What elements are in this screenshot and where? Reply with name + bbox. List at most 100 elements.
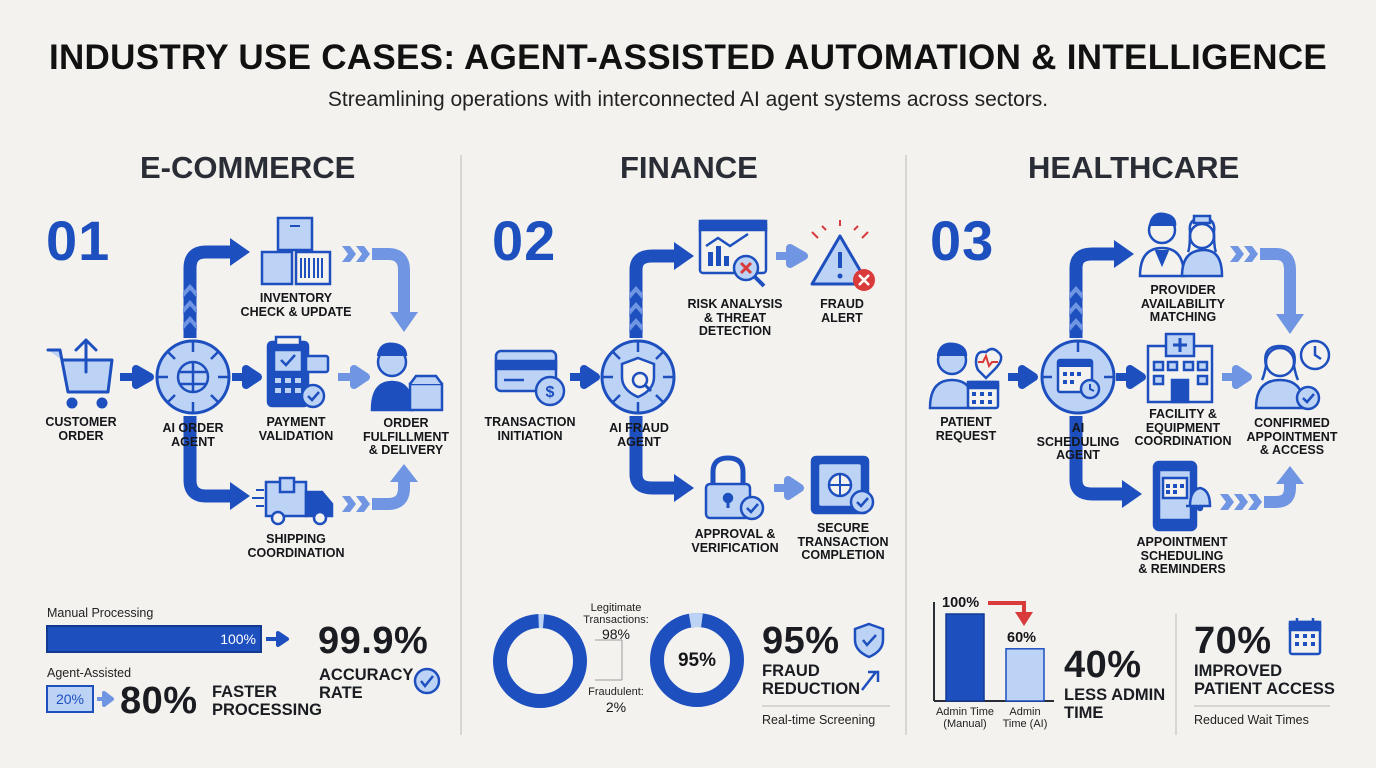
patient-access-value: 70% [1194, 620, 1272, 662]
step-label-fulfillment: ORDER FULFILLMENT & DELIVERY [362, 416, 450, 457]
flow-arrow [342, 246, 418, 332]
step-label-shipping: SHIPPING COORDINATION [247, 532, 345, 560]
bar-admin-manual [945, 613, 985, 702]
patient-access-label: IMPROVED PATIENT ACCESS [1194, 662, 1335, 698]
flow-arrow [1069, 416, 1142, 508]
cart-icon [46, 338, 114, 409]
agent-assisted-value: 20% [55, 691, 85, 707]
fraudulent-value: 2% [605, 699, 627, 715]
reduced-wait-label: Reduced Wait Times [1194, 713, 1309, 727]
bar-manual-label: Admin Time (Manual) [935, 706, 995, 730]
flow-arrow [342, 464, 418, 512]
step-label-approval: APPROVAL & VERIFICATION [691, 527, 779, 555]
fraud-reduction-value: 95% [762, 620, 840, 662]
step-label-secure-completion: SECURE TRANSACTION COMPLETION [797, 521, 889, 562]
ai-calendar-icon [1040, 339, 1116, 415]
flow-arrow [629, 242, 694, 338]
step-label-confirmed: CONFIRMED APPOINTMENT & ACCESS [1246, 416, 1338, 457]
flow-arrow [1116, 365, 1146, 389]
patient-icon [928, 342, 1003, 410]
flow-arrow [570, 365, 600, 389]
calendar-icon [1288, 618, 1322, 656]
legitimate-label: Legitimate Transactions: [583, 602, 649, 626]
section-number: 03 [930, 209, 995, 272]
step-label-payment: PAYMENT VALIDATION [258, 415, 334, 443]
manual-processing-bar [46, 625, 262, 653]
boxes-icon [260, 216, 332, 286]
accuracy-value: 99.9% [318, 620, 429, 662]
faster-processing-label: FASTER PROCESSING [212, 683, 323, 719]
flow-arrow [1230, 246, 1304, 334]
agent-assisted-bar [46, 685, 94, 713]
bar-manual-value: 100% [942, 595, 980, 611]
faster-processing-value: 80% [120, 680, 198, 722]
manual-processing-label: Manual Processing [47, 606, 154, 620]
page-subtitle: Streamlining operations with interconnec… [327, 88, 1049, 111]
section-number: 01 [46, 209, 111, 272]
fraudulent-label: Fraudulent: [588, 686, 644, 698]
shield-check-icon [853, 622, 885, 659]
section-number: 02 [492, 209, 557, 272]
flow-arrow [232, 365, 262, 389]
flow-arrow [266, 631, 289, 647]
page-title: INDUSTRY USE CASES: AGENT-ASSISTED AUTOM… [48, 38, 1328, 77]
delivery-person-icon [370, 342, 444, 412]
less-admin-value: 40% [1064, 644, 1142, 686]
phone-calendar-icon [1152, 460, 1212, 532]
credit-card-icon: $ [494, 349, 566, 407]
flow-arrow [1220, 466, 1304, 510]
svg-text:$: $ [546, 384, 555, 401]
fraud-reduction-label: FRAUD REDUCTION [762, 662, 861, 698]
step-label-inventory: INVENTORY CHECK & UPDATE [240, 291, 352, 319]
bar-ai-value: 60% [1007, 630, 1037, 646]
check-circle-icon [413, 667, 441, 695]
flow-arrow [97, 691, 114, 707]
step-label-patient-request: PATIENT REQUEST [935, 415, 997, 443]
safe-icon [810, 455, 875, 515]
step-label-transaction: TRANSACTION INITIATION [484, 415, 576, 443]
ai-brain-icon [155, 339, 231, 415]
flow-arrow [183, 238, 250, 338]
fraud-reduction-donut [650, 612, 744, 707]
flow-arrow [629, 416, 694, 502]
risk-chart-icon [698, 219, 768, 288]
section-heading-ecommerce: E-COMMERCE [140, 150, 356, 185]
flow-arrow [183, 416, 250, 510]
padlock-icon [704, 455, 765, 521]
real-time-screening-label: Real-time Screening [762, 713, 876, 727]
hospital-icon [1146, 332, 1214, 404]
step-label-fraud-agent: AI FRAUD AGENT [609, 421, 669, 449]
truck-icon [252, 476, 334, 526]
flow-arrow [1069, 240, 1134, 338]
step-label-provider: PROVIDER AVAILABILITY MATCHING [1140, 283, 1226, 324]
legitimate-value: 98% [601, 626, 631, 642]
leader-line [595, 639, 623, 681]
flow-arrow [1008, 365, 1038, 389]
step-label-risk-analysis: RISK ANALYSIS & THREAT DETECTION [687, 297, 783, 338]
flow-arrow [1222, 365, 1252, 389]
agent-assisted-label: Agent-Assisted [47, 666, 132, 680]
step-label-appointment: APPOINTMENT SCHEDULING & REMINDERS [1136, 535, 1228, 576]
step-label-fraud-alert: FRAUD ALERT [820, 297, 864, 325]
warning-icon [810, 220, 875, 291]
flow-arrow [120, 365, 154, 389]
trend-arrow-icon [861, 670, 880, 691]
less-admin-label: LESS ADMIN TIME [1064, 686, 1166, 722]
legitimate-donut [493, 614, 587, 709]
ai-shield-icon [600, 339, 676, 415]
section-heading-finance: FINANCE [620, 150, 758, 185]
doctors-icon [1138, 212, 1224, 278]
step-label-customer-order: CUSTOMER ORDER [45, 415, 117, 443]
donut-center-value: 95% [677, 650, 717, 671]
section-heading-healthcare: HEALTHCARE [1028, 150, 1240, 185]
step-label-scheduling-agent: AI SCHEDULING AGENT [1036, 421, 1120, 462]
step-label-order-agent: AI ORDER AGENT [162, 421, 224, 449]
flow-arrow [338, 365, 370, 389]
bar-ai-label: Admin Time (AI) [1002, 706, 1048, 730]
step-label-facility: FACILITY & EQUIPMENT COORDINATION [1134, 407, 1232, 448]
accuracy-label: ACCURACY RATE [319, 666, 414, 702]
confirmed-person-icon [1254, 339, 1331, 411]
bar-admin-ai [1005, 648, 1045, 702]
